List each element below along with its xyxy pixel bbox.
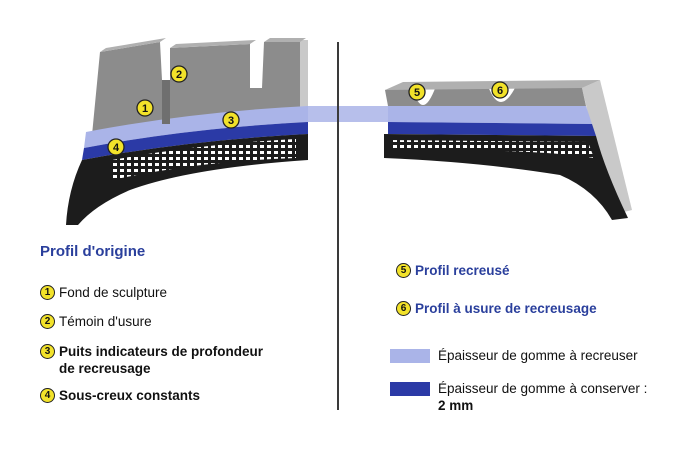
callout-6: 6 xyxy=(491,81,509,99)
legend-conserver-value: 2 mm xyxy=(438,398,474,413)
right-item-5: 5 Profil recreusé xyxy=(396,262,510,279)
right-item-6-label: Profil à usure de recreusage xyxy=(415,301,597,316)
vertical-divider xyxy=(337,42,339,410)
svg-text:5: 5 xyxy=(414,87,420,99)
number-badge-1: 1 xyxy=(40,285,55,300)
left-item-4-label: Sous-creux constants xyxy=(59,388,201,403)
number-badge-4: 4 xyxy=(40,388,55,403)
left-wear-notch xyxy=(162,80,170,124)
svg-text:3: 3 xyxy=(228,115,234,127)
left-item-3-label: Puits indicateurs de profondeur de recre… xyxy=(59,344,264,376)
swatch-dark-blue xyxy=(390,382,430,396)
left-item-4: 4 Sous-creux constants xyxy=(40,387,200,404)
left-item-2: 2 Témoin d'usure xyxy=(40,313,152,330)
left-tread-top-face-3 xyxy=(264,38,306,42)
right-item-5-label: Profil recreusé xyxy=(415,263,510,278)
left-band-conserver xyxy=(82,122,308,160)
left-item-3: 3 Puits indicateurs de profondeur de rec… xyxy=(40,343,263,377)
number-badge-6: 6 xyxy=(396,301,411,316)
number-badge-5: 5 xyxy=(396,263,411,278)
swatch-light-blue xyxy=(390,349,430,363)
right-tread-blocks xyxy=(385,86,586,106)
callout-4: 4 xyxy=(107,138,125,156)
number-badge-3: 3 xyxy=(40,344,55,359)
regrooved-profile-tire xyxy=(384,80,632,220)
legend-recreuser-label: Épaisseur de gomme à recreuser xyxy=(438,348,638,363)
right-item-6: 6 Profil à usure de recreusage xyxy=(396,300,597,317)
connecting-band xyxy=(308,106,390,122)
left-item-2-label: Témoin d'usure xyxy=(59,314,152,329)
original-profile-tire xyxy=(66,38,308,225)
legend-conserver-label: Épaisseur de gomme à conserver : xyxy=(438,381,648,396)
callout-1: 1 xyxy=(136,99,154,117)
left-tread-top-face-2 xyxy=(170,40,256,48)
svg-text:4: 4 xyxy=(113,142,120,154)
right-tread-top-face xyxy=(385,80,600,90)
callout-3: 3 xyxy=(222,111,240,129)
right-band-conserver xyxy=(388,122,596,136)
legend-conserver-text: Épaisseur de gomme à conserver : 2 mm xyxy=(438,380,647,414)
left-band-recreuser xyxy=(84,106,308,148)
diagram-callouts: 1 2 3 4 5 6 xyxy=(107,65,509,156)
callout-5: 5 xyxy=(408,83,426,101)
number-badge-2: 2 xyxy=(40,314,55,329)
right-tire-casing xyxy=(384,134,628,220)
svg-text:2: 2 xyxy=(176,69,182,81)
legend-recreuser: Épaisseur de gomme à recreuser xyxy=(390,347,638,364)
left-tread-top-face xyxy=(100,38,166,52)
left-item-1: 1 Fond de sculpture xyxy=(40,284,167,301)
right-tire-cords xyxy=(390,140,594,158)
left-heading: Profil d'origine xyxy=(40,243,146,260)
legend-conserver: Épaisseur de gomme à conserver : 2 mm xyxy=(390,380,647,414)
callout-2: 2 xyxy=(170,65,188,83)
right-tire-side-face xyxy=(582,80,632,215)
right-band-recreuser xyxy=(388,106,592,124)
svg-text:1: 1 xyxy=(142,103,148,115)
svg-text:6: 6 xyxy=(497,85,503,97)
left-item-1-label: Fond de sculpture xyxy=(59,285,168,300)
left-tire-cords xyxy=(112,139,296,180)
